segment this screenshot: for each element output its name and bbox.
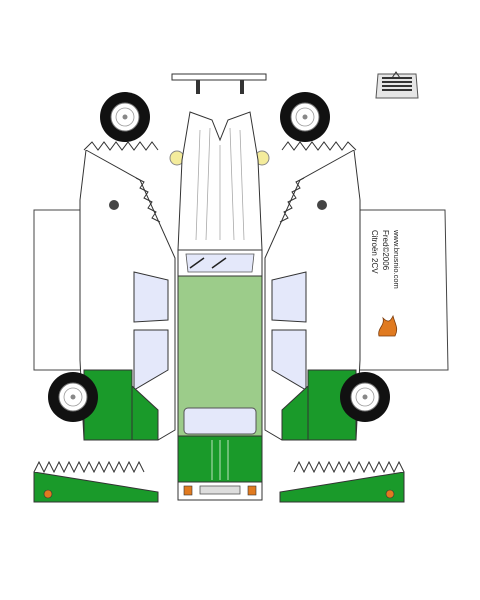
right-fender	[279, 460, 405, 503]
bumper-icon	[171, 73, 267, 94]
wheel-icon	[47, 371, 99, 423]
author-label: Fred©2006	[381, 230, 390, 271]
left-fender	[33, 460, 159, 503]
wheel-icon	[99, 91, 151, 143]
left-side-panel	[79, 141, 176, 441]
wheel-icon	[339, 371, 391, 423]
flame-logo-icon	[378, 314, 398, 337]
site-label: www.brusnio.com	[392, 230, 401, 289]
wheel-icon	[279, 91, 331, 143]
grille-icon	[375, 71, 419, 99]
model-label: Citroën 2CV	[370, 230, 379, 274]
body-net	[177, 111, 263, 501]
credit-block: Citroën 2CV Fred©2006 www.brusnio.com	[257, 230, 401, 320]
